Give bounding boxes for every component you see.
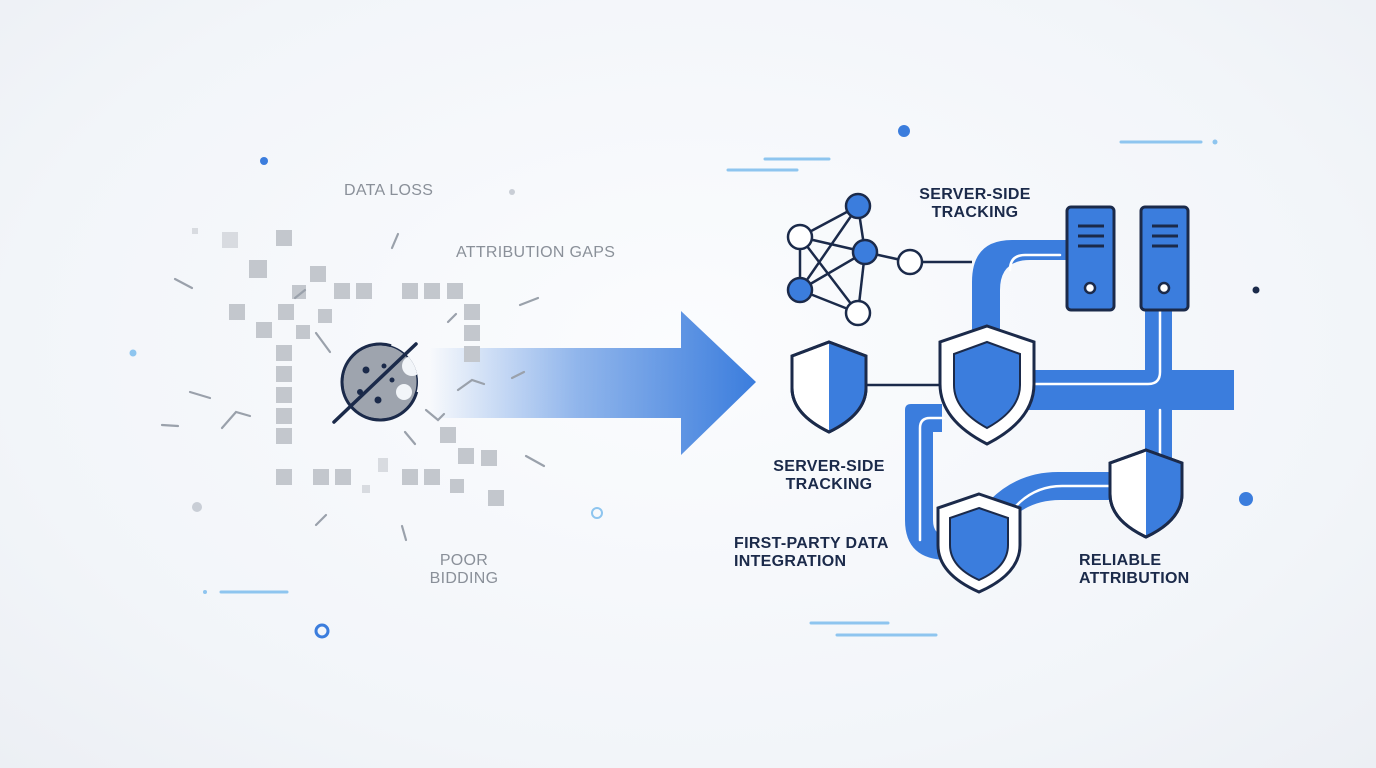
broken-data-frame — [192, 228, 504, 506]
shield-icon — [936, 492, 1022, 594]
shield-icon — [938, 324, 1036, 446]
server-icon — [1065, 205, 1116, 312]
label-server-side-tracking-bottom: SERVER-SIDE TRACKING — [773, 458, 885, 493]
data-debris — [160, 232, 546, 542]
shield-icon — [790, 340, 868, 434]
shield-icon — [1108, 448, 1184, 539]
label-first-party-data-integration: FIRST-PARTY DATA INTEGRATION — [734, 535, 889, 570]
background-decorations — [129, 125, 1260, 639]
crossed-out-cookie-icon — [332, 342, 420, 424]
label-attribution-gaps: ATTRIBUTION GAPS — [456, 244, 616, 261]
server-icon — [1139, 205, 1190, 312]
label-data-loss: DATA LOSS — [344, 182, 434, 199]
network-nodes-icon — [786, 192, 972, 327]
label-poor-bidding: POOR BIDDING — [429, 552, 499, 587]
label-reliable-attribution: RELIABLE ATTRIBUTION — [1079, 552, 1190, 587]
transition-arrow — [430, 311, 756, 455]
label-server-side-tracking-top: SERVER-SIDE TRACKING — [919, 186, 1031, 221]
